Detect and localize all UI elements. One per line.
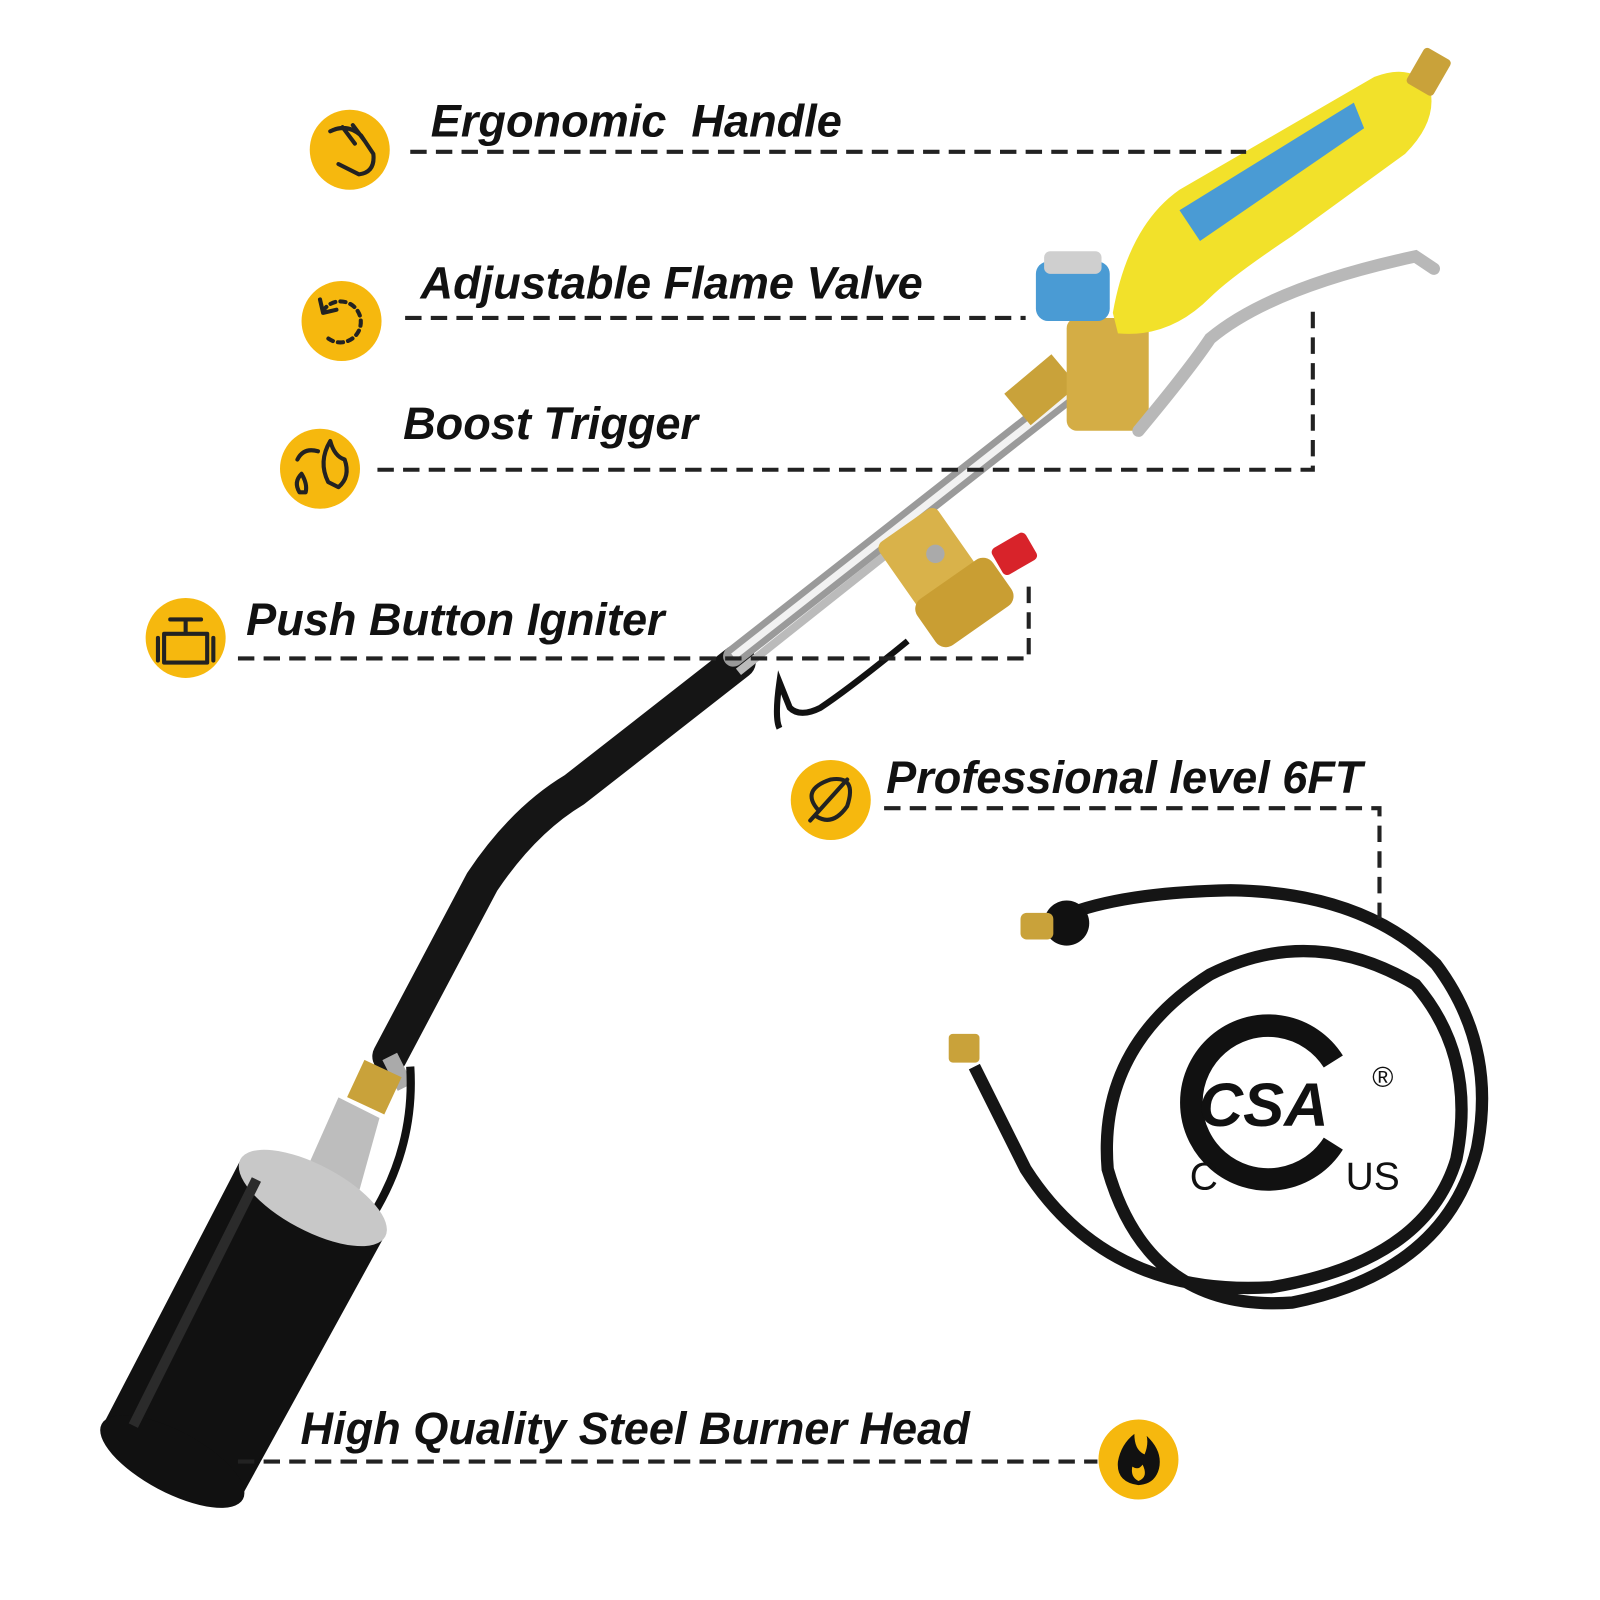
label-boost-trigger: Boost Trigger xyxy=(403,398,700,449)
callout-trigger: Boost Trigger xyxy=(280,307,1315,509)
rotate-icon xyxy=(301,281,382,362)
callout-burner: High Quality Steel Burner Head xyxy=(237,1403,1179,1500)
boost-trigger-lever xyxy=(1132,249,1440,437)
burner-head xyxy=(100,1149,387,1508)
callout-valve: Adjustable Flame Valve xyxy=(301,257,1026,362)
label-burner-head: High Quality Steel Burner Head xyxy=(301,1403,972,1454)
ergonomic-handle xyxy=(1112,47,1451,334)
hand-icon xyxy=(309,109,390,190)
csa-us-label: US xyxy=(1346,1156,1400,1199)
label-ergonomic-handle: Ergonomic Handle xyxy=(431,95,842,146)
torch-illustration xyxy=(100,47,1451,1508)
callout-igniter: Push Button Igniter xyxy=(145,584,1031,678)
valve-body xyxy=(1004,251,1149,431)
csa-certification-logo: CSA C US ® xyxy=(1180,1014,1400,1199)
flame-boost-icon xyxy=(280,428,360,509)
csa-c-label: C xyxy=(1190,1156,1218,1199)
label-adjustable-flame-valve: Adjustable Flame Valve xyxy=(420,257,923,308)
label-professional-hose: Professional level 6FT xyxy=(886,752,1366,803)
callout-handle: Ergonomic Handle xyxy=(309,95,1247,190)
label-push-button-igniter: Push Button Igniter xyxy=(246,594,667,645)
callout-hose: Professional level 6FT xyxy=(790,752,1382,929)
csa-logo-text: CSA xyxy=(1199,1071,1329,1140)
igniter-assembly xyxy=(773,508,1038,730)
hose-coil xyxy=(948,884,1489,1310)
registered-mark: ® xyxy=(1372,1062,1393,1094)
